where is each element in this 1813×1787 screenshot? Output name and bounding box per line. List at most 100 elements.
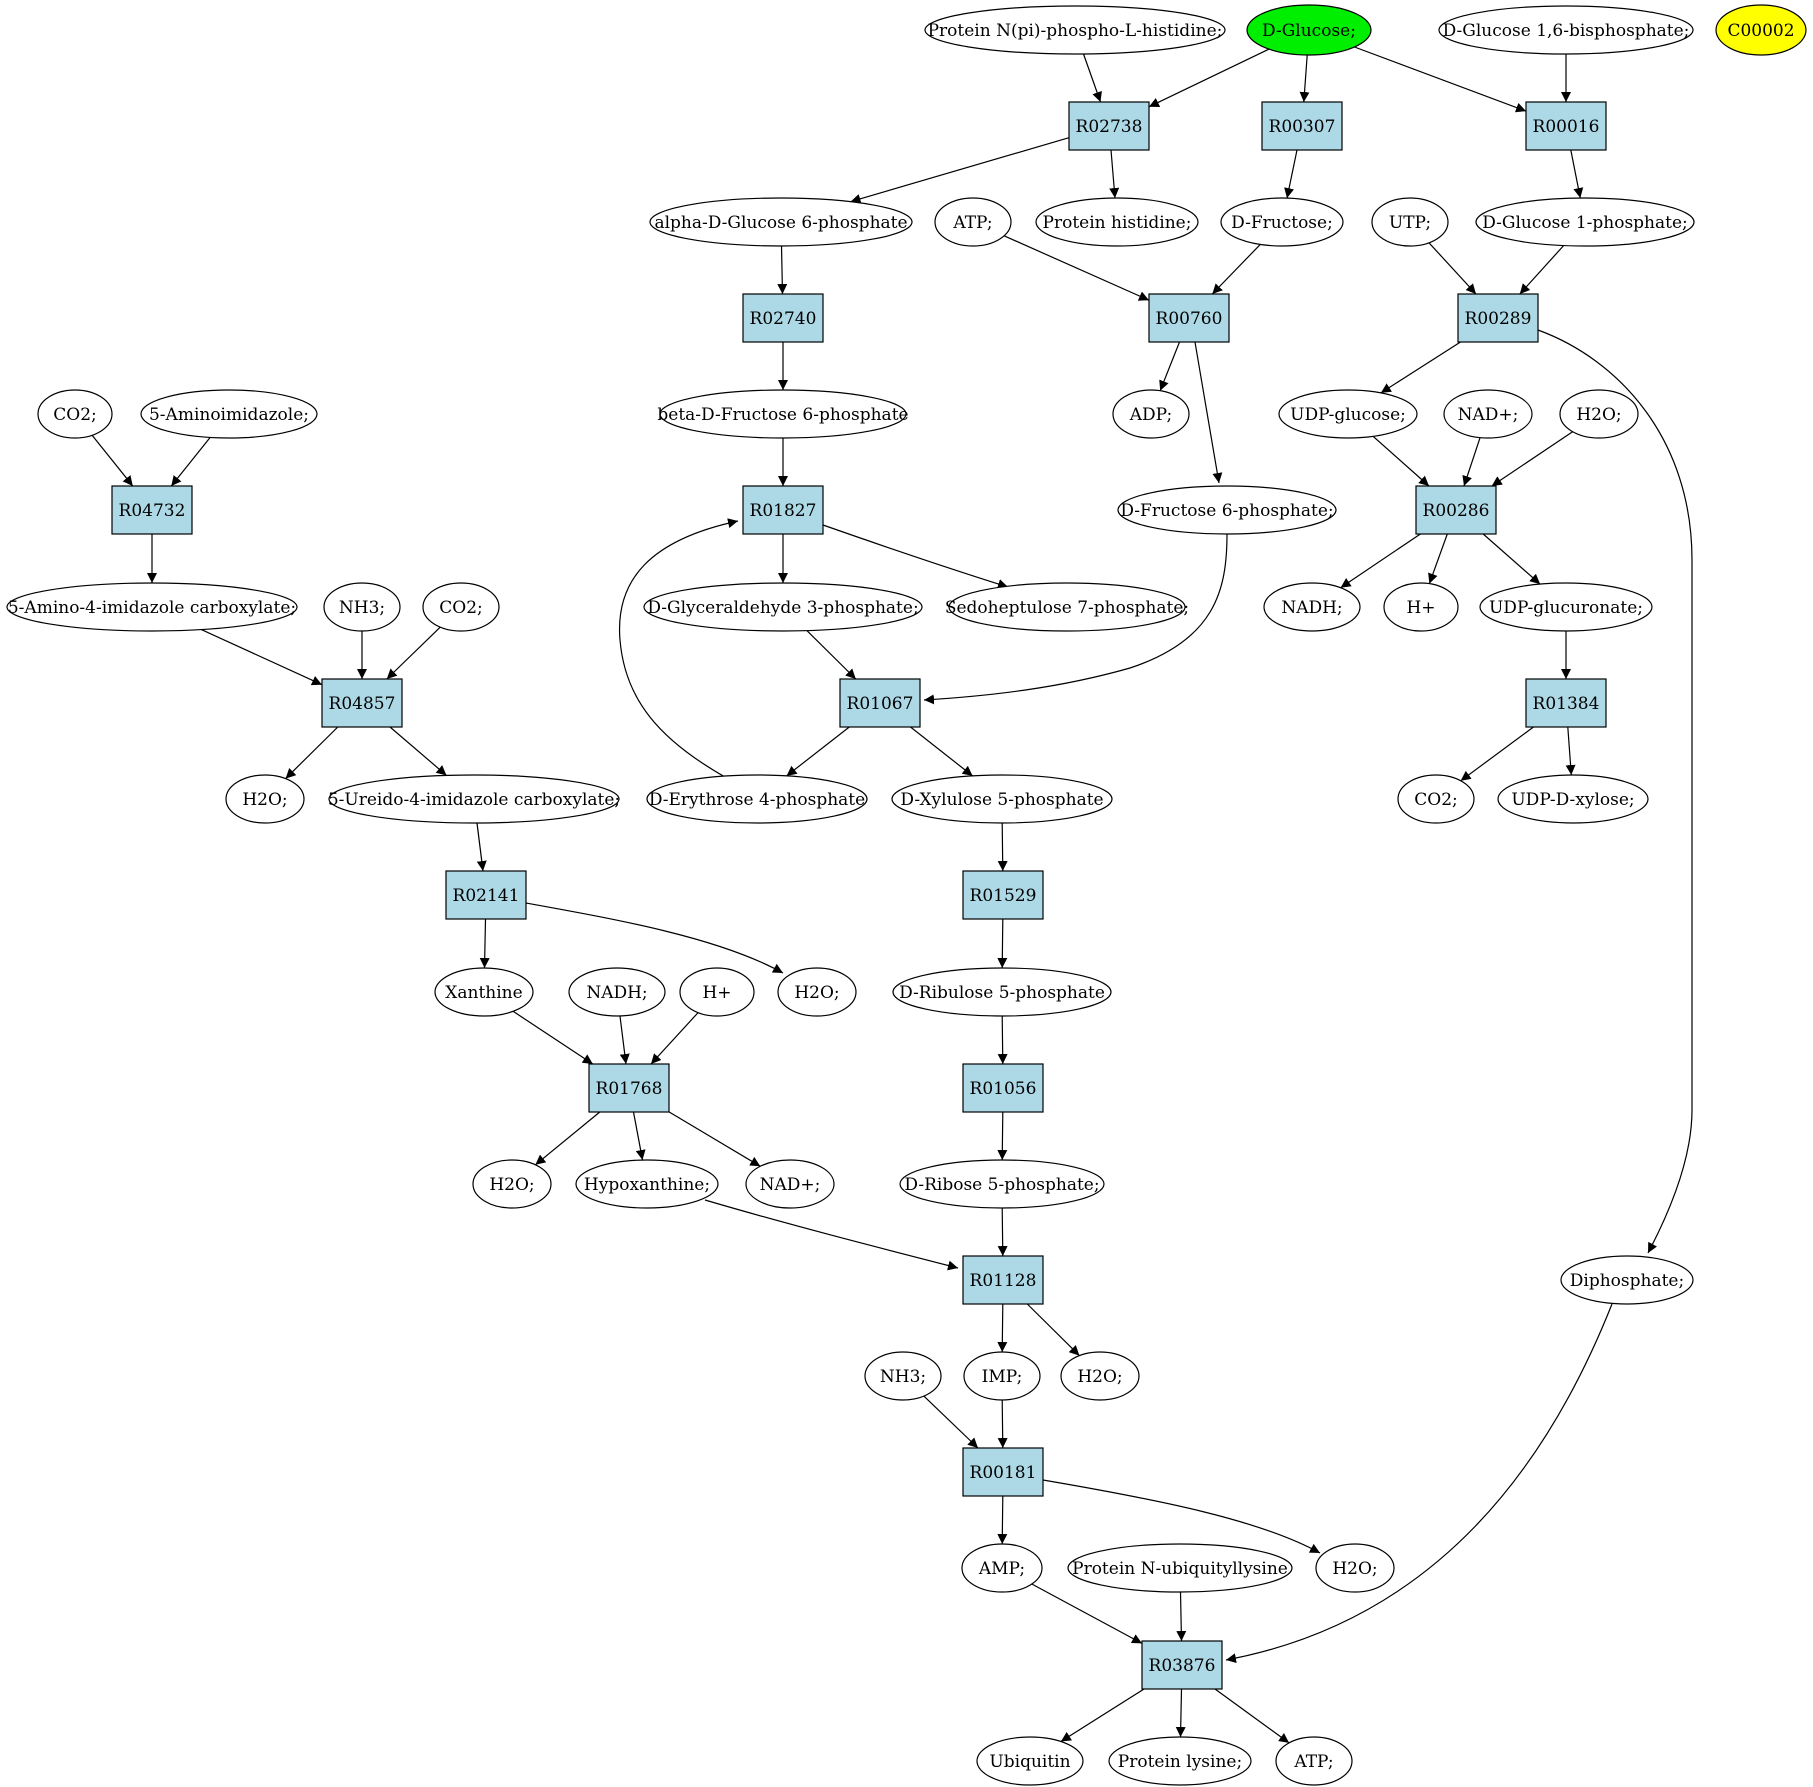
reaction-node-R00016[interactable]: R00016 bbox=[1525, 101, 1607, 151]
compound-label: Hypoxanthine; bbox=[584, 1175, 710, 1195]
edge-R02738-to-ag6p bbox=[850, 137, 1070, 204]
compound-node-df6p[interactable]: D-Fructose 6-phosphate; bbox=[1117, 485, 1337, 535]
reaction-node-R04857[interactable]: R04857 bbox=[321, 678, 403, 728]
edge-R00760-to-adp bbox=[1159, 341, 1181, 391]
compound-node-utp[interactable]: UTP; bbox=[1371, 197, 1449, 247]
compound-label: D-Ribulose 5-phosphate bbox=[899, 983, 1105, 1003]
compound-node-aic[interactable]: 5-Amino-4-imidazole carboxylate; bbox=[6, 582, 298, 632]
compound-node-aminoimid[interactable]: 5-Aminoimidazole; bbox=[140, 389, 318, 439]
compound-node-nadp1[interactable]: NAD+; bbox=[1443, 389, 1533, 439]
reaction-node-R00286[interactable]: R00286 bbox=[1415, 485, 1497, 535]
compound-node-protein_nph[interactable]: Protein N(pi)-phospho-L-histidine; bbox=[924, 5, 1226, 55]
reaction-box bbox=[742, 485, 824, 535]
edge-x5p-to-R01529 bbox=[997, 822, 1008, 872]
reaction-box bbox=[111, 485, 193, 535]
compound-node-h2o_f[interactable]: H2O; bbox=[1315, 1543, 1395, 1593]
reaction-box bbox=[445, 870, 527, 920]
reaction-node-R01768[interactable]: R01768 bbox=[588, 1063, 670, 1113]
reaction-node-R00307[interactable]: R00307 bbox=[1261, 101, 1343, 151]
compound-node-s7p[interactable]: Sedoheptulose 7-phosphate; bbox=[945, 582, 1189, 632]
edge-R01384-to-co2_c bbox=[1460, 726, 1534, 782]
compound-label: H2O; bbox=[1077, 1367, 1122, 1387]
compound-node-co2_b[interactable]: CO2; bbox=[422, 582, 500, 632]
reaction-node-R00760[interactable]: R00760 bbox=[1148, 293, 1230, 343]
reaction-node-R01384[interactable]: R01384 bbox=[1525, 678, 1607, 728]
compound-node-diphos[interactable]: Diphosphate; bbox=[1560, 1255, 1694, 1305]
compound-node-h2o_e[interactable]: H2O; bbox=[1060, 1351, 1140, 1401]
reaction-node-R01827[interactable]: R01827 bbox=[742, 485, 824, 535]
compound-node-nh3_b[interactable]: NH3; bbox=[864, 1351, 942, 1401]
reaction-node-R04732[interactable]: R04732 bbox=[111, 485, 193, 535]
edge-co2_a-to-R04732 bbox=[91, 434, 134, 487]
compound-node-x5p[interactable]: D-Xylulose 5-phosphate bbox=[891, 774, 1113, 824]
compound-node-nadp2[interactable]: NAD+; bbox=[745, 1159, 835, 1209]
compound-node-co2_a[interactable]: CO2; bbox=[37, 389, 113, 439]
edge-R04857-to-uic bbox=[389, 726, 447, 776]
compound-node-imp[interactable]: IMP; bbox=[963, 1351, 1041, 1401]
edge-R01768-to-h2o_d bbox=[535, 1111, 601, 1166]
compound-node-h2o_b[interactable]: H2O; bbox=[225, 774, 305, 824]
reaction-node-R00289[interactable]: R00289 bbox=[1457, 293, 1539, 343]
compound-label: AMP; bbox=[978, 1559, 1025, 1579]
reaction-box bbox=[321, 678, 403, 728]
compound-ellipse bbox=[1475, 197, 1695, 247]
compound-node-co2_c[interactable]: CO2; bbox=[1397, 774, 1475, 824]
compound-node-xanthine[interactable]: Xanthine bbox=[434, 967, 534, 1017]
reaction-node-R01529[interactable]: R01529 bbox=[962, 870, 1044, 920]
compound-node-uic[interactable]: 5-Ureido-4-imidazole carboxylate; bbox=[328, 774, 620, 824]
compound-node-udpglcA[interactable]: UDP-glucuronate; bbox=[1479, 582, 1653, 632]
compound-node-h2o_a[interactable]: H2O; bbox=[1559, 389, 1639, 439]
reaction-node-R01128[interactable]: R01128 bbox=[962, 1255, 1044, 1305]
edge-R00307-to-dfructose bbox=[1284, 149, 1298, 199]
compound-ellipse bbox=[745, 1159, 835, 1209]
compound-node-c00002[interactable]: C00002 bbox=[1715, 4, 1807, 56]
compound-node-dfructose[interactable]: D-Fructose; bbox=[1220, 197, 1344, 247]
reaction-node-R02740[interactable]: R02740 bbox=[742, 293, 824, 343]
compound-node-ag6p[interactable]: alpha-D-Glucose 6-phosphate bbox=[649, 197, 913, 247]
compound-node-dglucose[interactable]: D-Glucose; bbox=[1246, 4, 1372, 56]
compound-ellipse bbox=[1220, 197, 1344, 247]
edge-ag6p-to-R02740 bbox=[777, 245, 788, 295]
compound-node-ubiquitin[interactable]: Ubiquitin bbox=[976, 1736, 1084, 1786]
reaction-box bbox=[1525, 678, 1607, 728]
compound-node-ru5p[interactable]: D-Ribulose 5-phosphate bbox=[892, 967, 1112, 1017]
compound-node-udpxyl[interactable]: UDP-D-xylose; bbox=[1497, 774, 1649, 824]
compound-node-dg16bp[interactable]: D-Glucose 1,6-bisphosphate; bbox=[1438, 5, 1694, 55]
compound-node-dg1p[interactable]: D-Glucose 1-phosphate; bbox=[1475, 197, 1695, 247]
edge-dglucose-to-R02738 bbox=[1148, 48, 1270, 108]
compound-node-g3p[interactable]: D-Glyceraldehyde 3-phosphate; bbox=[643, 582, 923, 632]
compound-node-atp2[interactable]: ATP; bbox=[1275, 1736, 1353, 1786]
compound-node-adp[interactable]: ADP; bbox=[1112, 389, 1190, 439]
compound-node-e4p[interactable]: D-Erythrose 4-phosphate bbox=[646, 774, 868, 824]
compound-ellipse bbox=[6, 582, 298, 632]
compound-node-atp1[interactable]: ATP; bbox=[934, 197, 1012, 247]
reaction-node-R01056[interactable]: R01056 bbox=[962, 1063, 1044, 1113]
compound-node-amp[interactable]: AMP; bbox=[961, 1543, 1043, 1593]
compound-node-udpglc[interactable]: UDP-glucose; bbox=[1278, 389, 1418, 439]
reaction-node-R00181[interactable]: R00181 bbox=[962, 1447, 1044, 1497]
reaction-node-R01067[interactable]: R01067 bbox=[839, 678, 921, 728]
reaction-node-R03876[interactable]: R03876 bbox=[1141, 1640, 1223, 1690]
compound-node-h2o_d[interactable]: H2O; bbox=[472, 1159, 552, 1209]
compound-label: NADH; bbox=[1281, 598, 1342, 618]
edge-dglucose-to-R00016 bbox=[1354, 46, 1527, 113]
compound-node-nh3_a[interactable]: NH3; bbox=[323, 582, 401, 632]
edge-R01529-to-ru5p bbox=[997, 918, 1008, 969]
compound-node-prot_lys[interactable]: Protein lysine; bbox=[1108, 1736, 1252, 1786]
compound-node-nadh_b[interactable]: NADH; bbox=[568, 967, 666, 1017]
compound-node-h2o_c[interactable]: H2O; bbox=[777, 967, 857, 1017]
compound-ellipse bbox=[1371, 197, 1449, 247]
compound-node-prot_ub[interactable]: Protein N-ubiquityllysine bbox=[1067, 1543, 1293, 1593]
reaction-box bbox=[839, 678, 921, 728]
compound-label: Diphosphate; bbox=[1570, 1271, 1684, 1291]
reaction-node-R02738[interactable]: R02738 bbox=[1068, 101, 1150, 151]
compound-node-hplus_b[interactable]: H+ bbox=[679, 967, 755, 1017]
compound-node-nadh_a[interactable]: NADH; bbox=[1263, 582, 1361, 632]
compound-node-bf6p[interactable]: beta-D-Fructose 6-phosphate bbox=[657, 389, 909, 439]
compound-node-prot_his[interactable]: Protein histidine; bbox=[1035, 197, 1199, 247]
reaction-node-R02141[interactable]: R02141 bbox=[445, 870, 527, 920]
edge-atp1-to-R00760 bbox=[1003, 235, 1150, 301]
compound-node-hplus_a[interactable]: H+ bbox=[1383, 582, 1459, 632]
compound-node-r5p[interactable]: D-Ribose 5-phosphate; bbox=[899, 1159, 1105, 1209]
compound-node-hypox[interactable]: Hypoxanthine; bbox=[575, 1159, 719, 1209]
